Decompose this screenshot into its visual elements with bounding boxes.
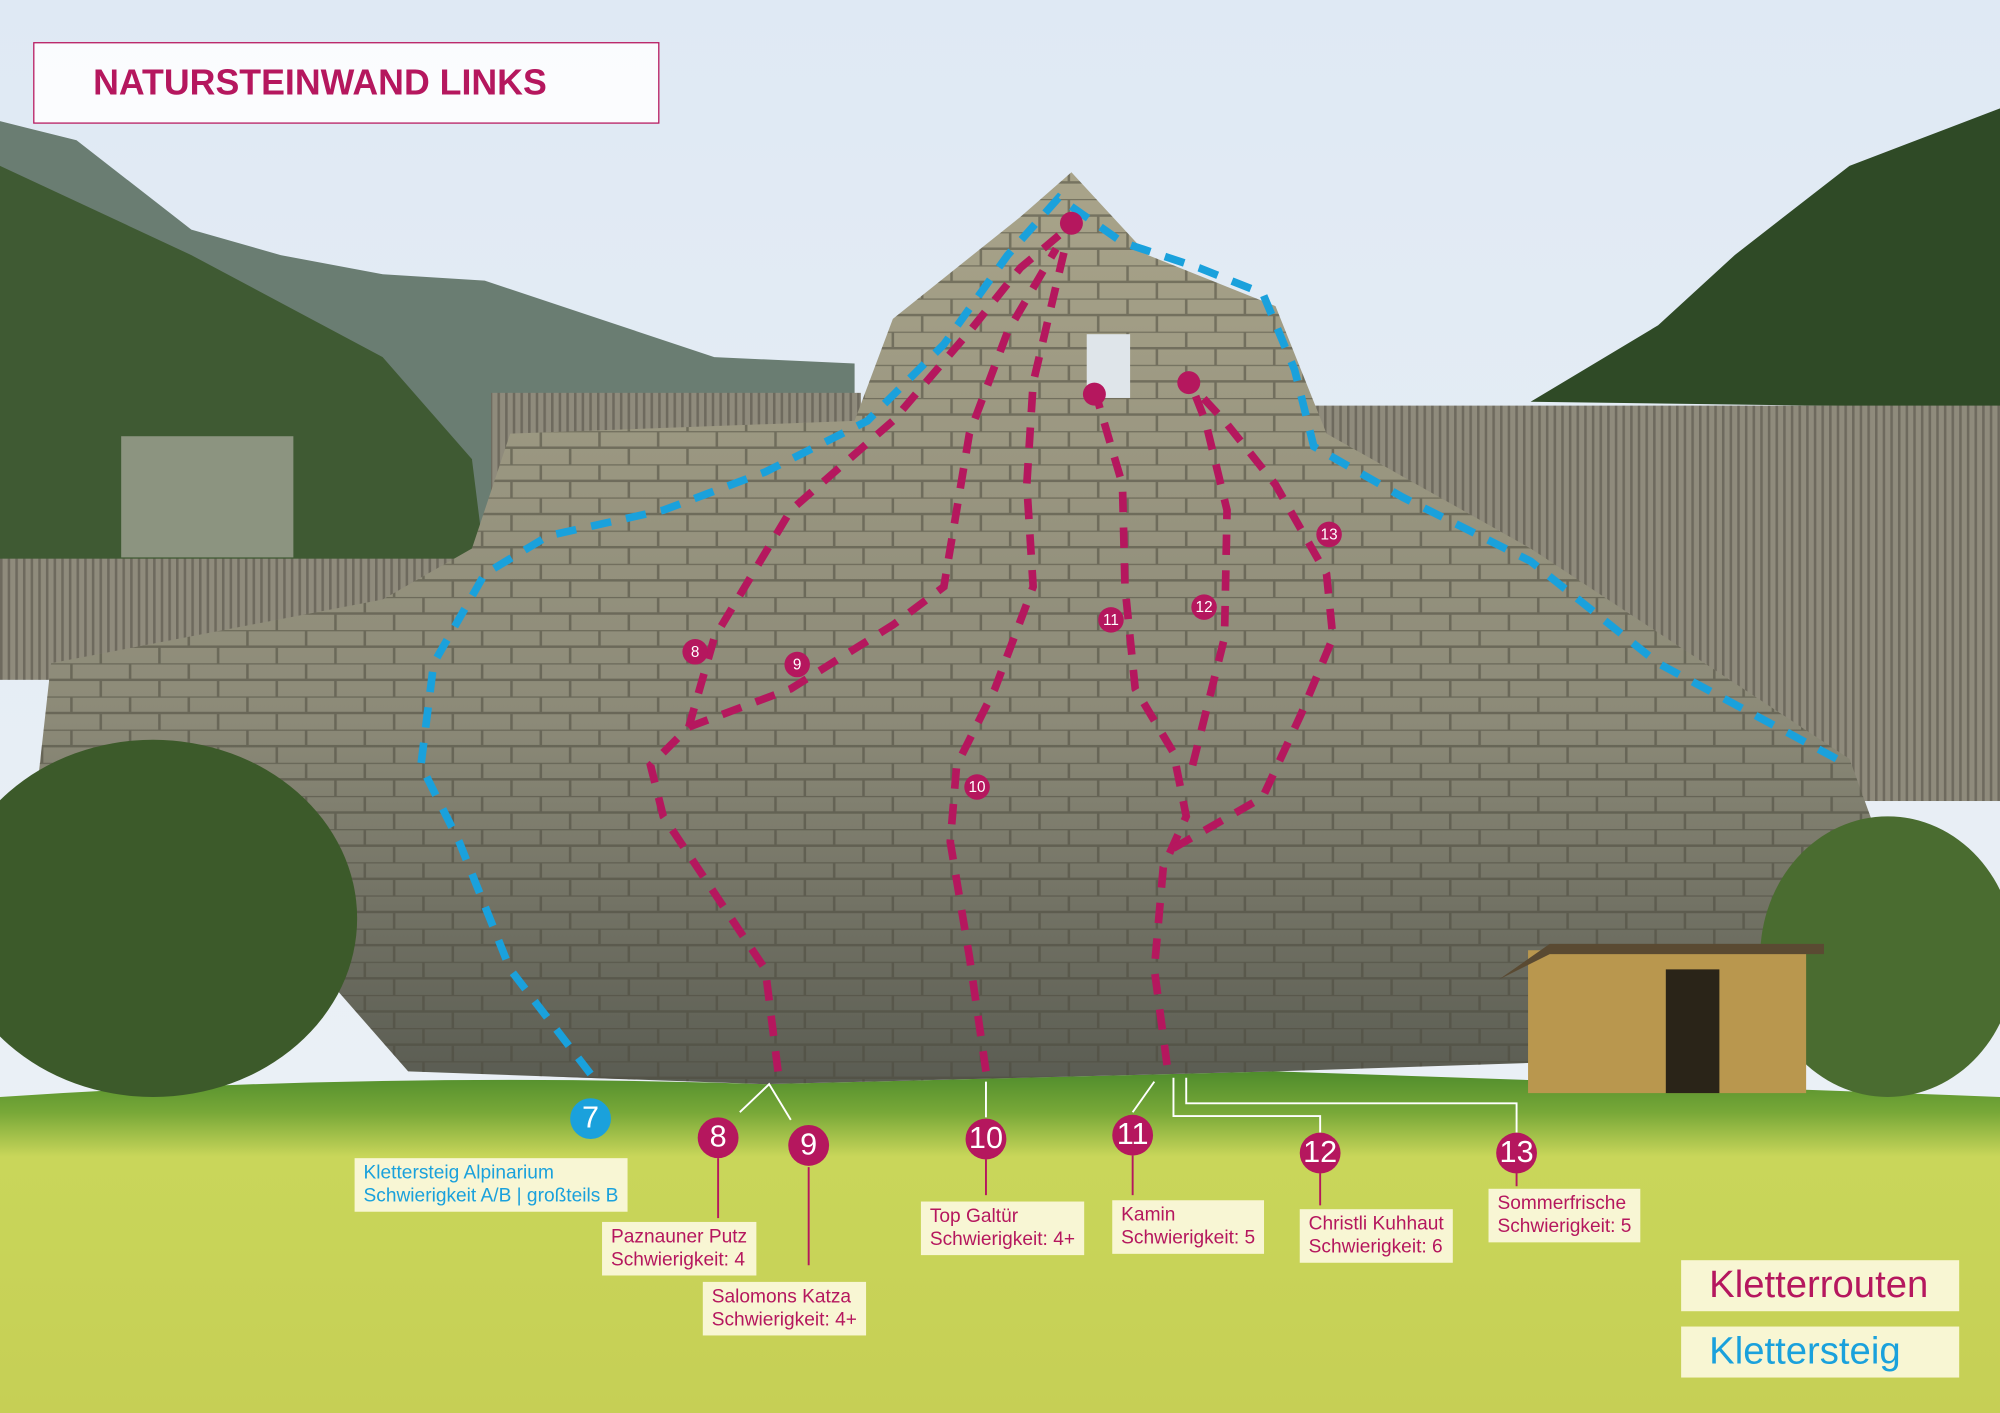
route-13-badge: 13	[1496, 1132, 1537, 1174]
route-name: Christli Kuhhaut	[1308, 1213, 1444, 1235]
mountains-right	[1530, 108, 2000, 409]
route-9-wall-marker: 9	[784, 651, 810, 678]
route-grade: Schwierigkeit: 4+	[929, 1228, 1076, 1250]
route-10-wall-marker: 10	[964, 774, 990, 800]
legend-klettersteig: Klettersteig	[1681, 1326, 1960, 1378]
legend-kletterrouten: Kletterrouten	[1681, 1260, 1960, 1312]
page-title: NATURSTEINWAND LINKS	[33, 42, 660, 124]
route-7-line	[416, 192, 1839, 1077]
route-10-badge: 10	[965, 1118, 1007, 1160]
title-text: NATURSTEINWAND LINKS	[93, 62, 547, 103]
route-anchors	[1059, 211, 1201, 406]
route-name: Kamin	[1121, 1204, 1176, 1226]
route-grade: Schwierigkeit: 6	[1308, 1235, 1443, 1258]
route-11-wall-marker: 11	[1098, 607, 1124, 633]
route-grade: Schwierigkeit: 5	[1121, 1227, 1256, 1249]
route-grade: Schwierigkeit A/B | großteils B	[363, 1184, 619, 1207]
route-grade: Schwierigkeit: 5	[1497, 1215, 1632, 1238]
leader-lines	[739, 1077, 1518, 1133]
route-13-line	[1187, 383, 1231, 767]
route-8-wall-marker: 8	[682, 639, 708, 665]
route-10-line	[946, 241, 1071, 1072]
route-8-badge: 8	[697, 1117, 739, 1159]
route-7-badge: 7	[570, 1098, 611, 1140]
route-8-line	[646, 224, 1072, 1072]
route-11-badge: 11	[1112, 1114, 1154, 1156]
route-name: Paznauner Putz	[610, 1225, 748, 1248]
route-9-line	[687, 246, 1060, 731]
route-name: Top Galtür	[929, 1205, 1019, 1228]
route-12-badge: 12	[1299, 1132, 1341, 1174]
route-name: Sommerfrische	[1497, 1192, 1627, 1215]
route-name: Klettersteig Alpinarium	[363, 1161, 554, 1184]
route-12-line	[1171, 382, 1337, 852]
route-9-badge: 9	[788, 1124, 830, 1166]
route-13-wall-marker: 13	[1316, 521, 1342, 548]
route-name: Salomons Katza	[711, 1285, 852, 1308]
route-grade: Schwierigkeit: 4	[610, 1248, 745, 1271]
bushes	[0, 739, 358, 1097]
route-grade: Schwierigkeit: 4+	[711, 1308, 857, 1331]
route-12-wall-marker: 12	[1191, 594, 1217, 620]
